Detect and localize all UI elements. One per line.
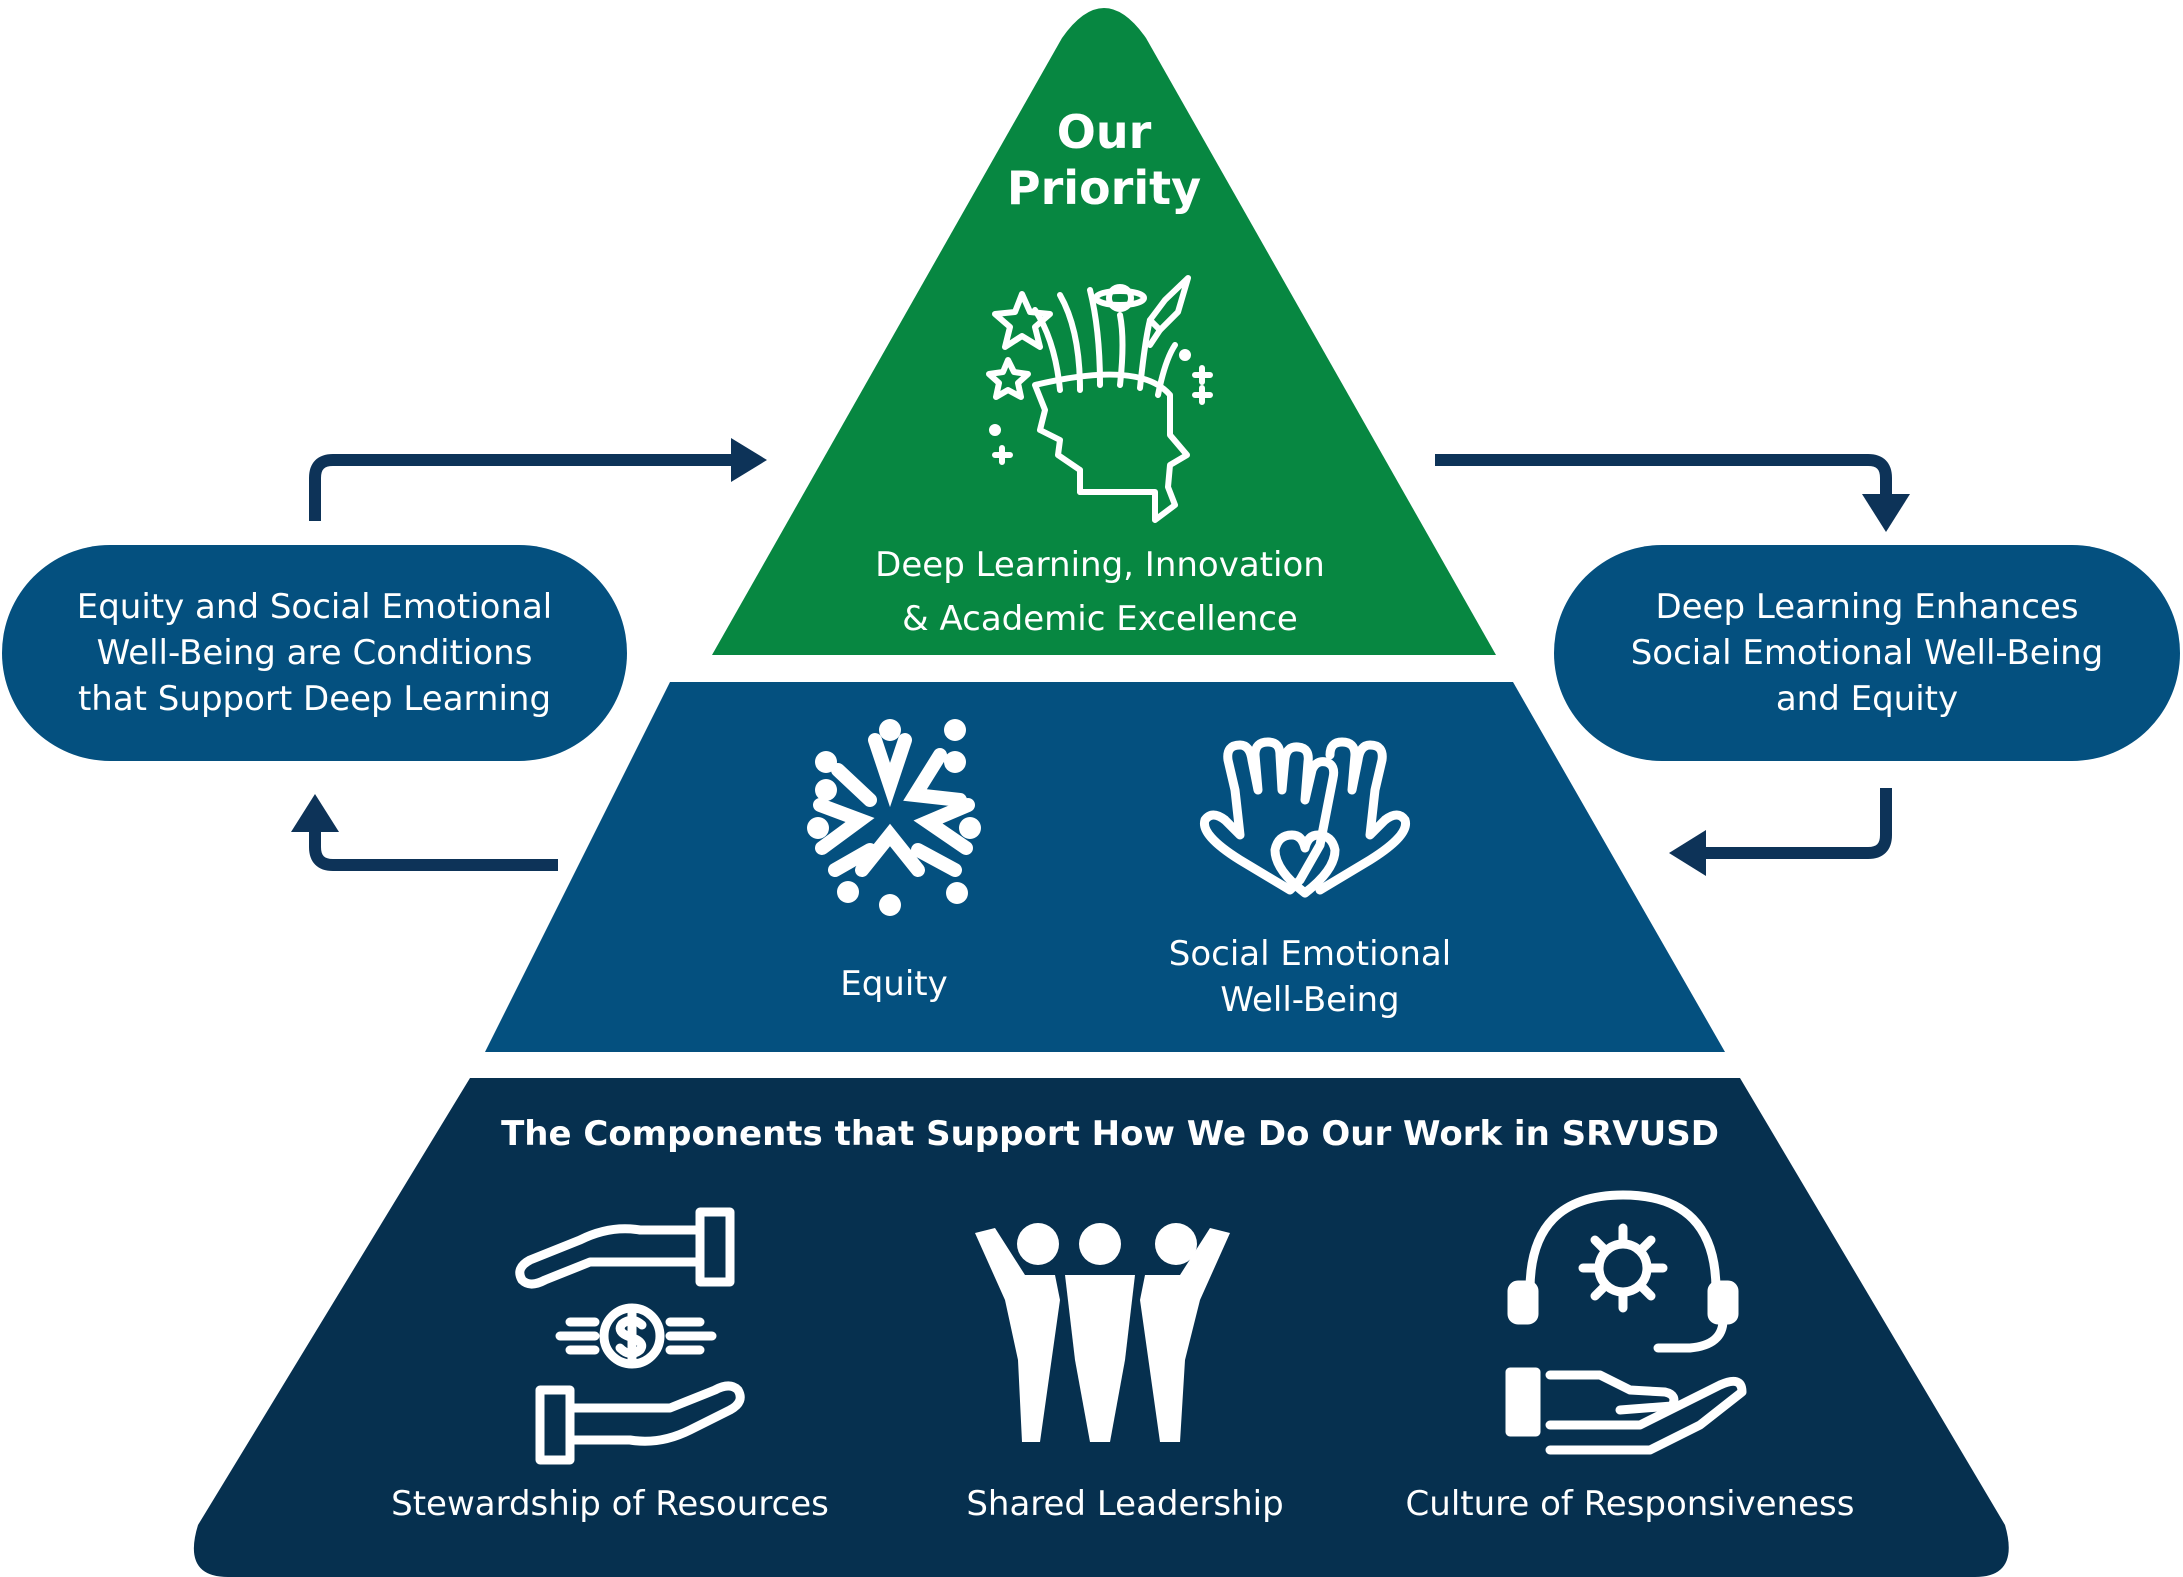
- sewb-label-line1: Social Emotional: [1168, 934, 1452, 974]
- priority-heading: Our Priority: [904, 104, 1304, 216]
- priority-heading-line1: Our: [1056, 105, 1152, 159]
- learning-enhances-pill: Deep Learning Enhances Social Emotional …: [1554, 545, 2180, 761]
- priority-label-line2: & Academic Excellence: [902, 599, 1298, 639]
- equity-label: Equity: [840, 964, 948, 1004]
- components-title: The Components that Support How We Do Ou…: [501, 1114, 1719, 1154]
- component-label-responsiveness: Culture of Responsiveness: [1405, 1484, 1855, 1524]
- sewb-label-line2: Well-Being: [1220, 980, 1400, 1020]
- arrow-head-left: [1669, 830, 1706, 876]
- head-with-ideas-icon: [986, 275, 1213, 523]
- conditions-tier: [485, 682, 1725, 1052]
- priority-tier: [712, 8, 1496, 655]
- hands-money-icon: [515, 1207, 745, 1465]
- arrow-head-up: [291, 794, 339, 832]
- arrow-priority-to-right: [1435, 454, 1892, 500]
- headset-gear-hand-icon: [1505, 1190, 1747, 1455]
- people-circle-icon: [807, 719, 981, 916]
- component-label-shared-leadership: Shared Leadership: [966, 1484, 1284, 1524]
- left-pill-text: Equity and Social Emotional Well-Being a…: [76, 587, 553, 719]
- arrow-middle-to-left: [309, 828, 558, 871]
- arrow-head-right: [731, 438, 767, 482]
- right-pill-text: Deep Learning Enhances Social Emotional …: [1630, 587, 2104, 719]
- arrow-right-to-middle: [1704, 788, 1892, 859]
- priority-heading-line2: Priority: [1006, 161, 1202, 215]
- sewb-label: Social Emotional Well-Being: [1110, 931, 1510, 1023]
- priority-label: Deep Learning, Innovation & Academic Exc…: [800, 538, 1400, 646]
- conditions-support-learning-pill: Equity and Social Emotional Well-Being a…: [2, 545, 627, 761]
- arrow-head-down: [1862, 494, 1910, 532]
- arrow-left-up-to-priority: [309, 454, 735, 521]
- priority-label-line1: Deep Learning, Innovation: [875, 545, 1325, 585]
- component-label-stewardship: Stewardship of Resources: [391, 1484, 829, 1524]
- hands-heart-icon: [1199, 737, 1411, 898]
- team-people-icon: [975, 1223, 1230, 1442]
